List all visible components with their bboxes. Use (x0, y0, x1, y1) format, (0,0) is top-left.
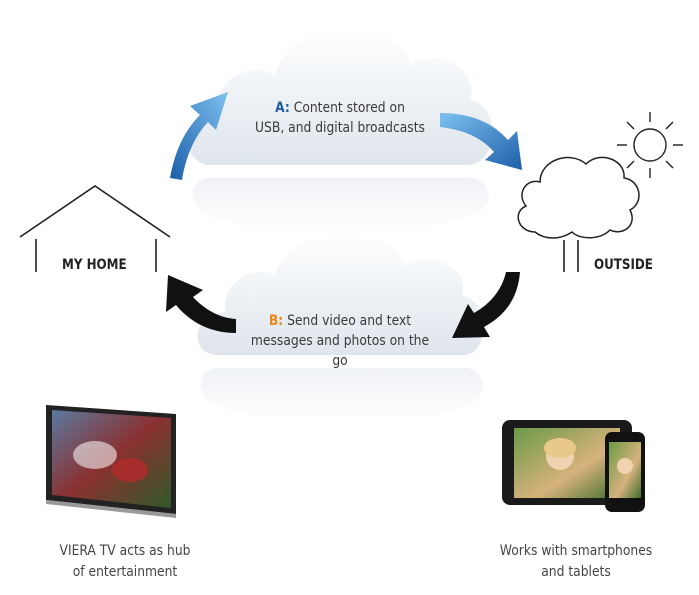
cloud-a-shape (188, 28, 493, 165)
devices-caption-line1: Works with smartphones (499, 543, 653, 559)
outside-post-icon (563, 240, 579, 272)
sun-icon (617, 112, 683, 178)
devices-caption-line2: and tablets (541, 564, 611, 580)
cloud-b-text: B: Send video and text messages and phot… (243, 311, 437, 371)
cloud-a-text: A: Content stored on USB, and digital br… (252, 98, 428, 138)
tablet-image (502, 420, 632, 505)
weather-cloud-icon (517, 156, 640, 239)
cloud-a-reflection (193, 178, 489, 233)
black-arrow-left-icon (166, 275, 236, 333)
blue-arrow-up-icon (170, 92, 228, 180)
cloud-b-line1: Send video and text (287, 313, 412, 329)
tv-caption-line2: of entertainment (72, 564, 178, 580)
cloud-b-line2: messages and photos on the go (250, 333, 430, 369)
cloud-b-reflection (200, 368, 484, 423)
home-label: MY HOME (62, 257, 127, 273)
tv-image (46, 405, 176, 518)
tv-caption-line1: VIERA TV acts as hub (59, 543, 191, 559)
cloud-a-line1: Content stored on (293, 100, 405, 116)
cloud-b-key: B: (268, 313, 284, 329)
black-arrow-down-icon (452, 272, 520, 338)
devices-caption: Works with smartphones and tablets (488, 541, 664, 583)
tv-caption: VIERA TV acts as hub of entertainment (41, 541, 208, 583)
cloud-a-key: A: (275, 100, 290, 116)
cloud-a-line2: USB, and digital broadcasts (255, 120, 425, 136)
cloud-b-shape (197, 232, 484, 355)
house-icon (19, 185, 171, 272)
blue-arrow-down-icon (440, 113, 522, 170)
outside-label: OUTSIDE (594, 257, 653, 273)
phone-image (605, 432, 645, 512)
